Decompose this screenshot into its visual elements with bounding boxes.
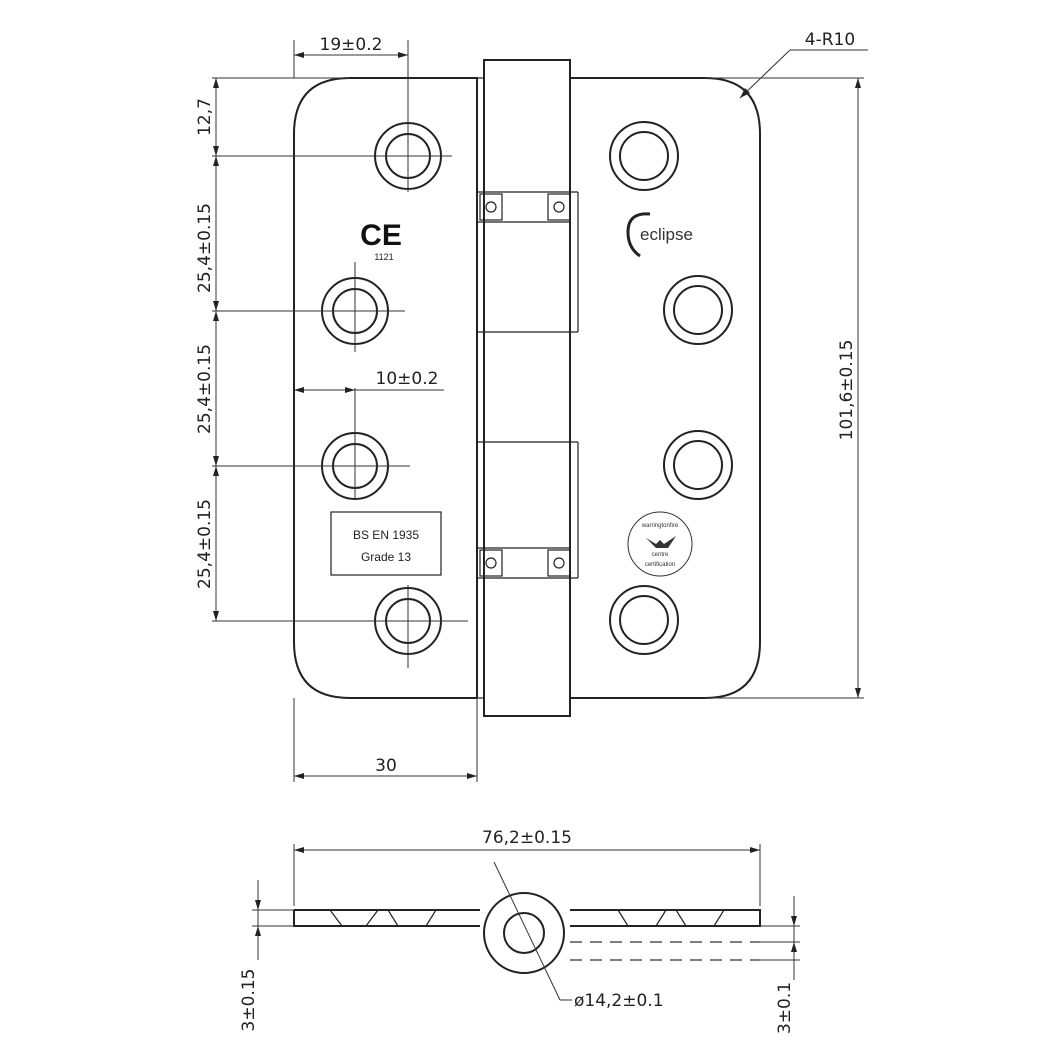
screw-hole [663, 275, 733, 345]
screw-hole [609, 585, 679, 655]
svg-text:25,4±0.15: 25,4±0.15 [195, 499, 215, 589]
dim-open-width: 76,2±0.15 [293, 828, 761, 906]
svg-text:3±0.15: 3±0.15 [239, 969, 259, 1032]
svg-text:25,4±0.15: 25,4±0.15 [195, 203, 215, 293]
eclipse-logo: eclipse [626, 212, 693, 258]
svg-text:10±0.2: 10±0.2 [376, 369, 439, 389]
ce-mark: CE [360, 219, 402, 252]
dim-hole-edge-offset: 19±0.2 [293, 35, 409, 120]
svg-text:certification: certification [645, 562, 675, 568]
lower-bearing [479, 549, 571, 577]
dim-leaf-width: 30 [293, 698, 478, 782]
svg-text:3±0.1: 3±0.1 [775, 982, 795, 1034]
right-holes [609, 121, 733, 655]
svg-text:19±0.2: 19±0.2 [320, 35, 383, 55]
eclipse-swoosh-icon [626, 212, 651, 258]
certification-seal: warringtonfire centre certification [627, 511, 693, 577]
svg-text:eclipse: eclipse [640, 225, 693, 244]
dim-hole-inner-offset: 10±0.2 [294, 369, 444, 393]
svg-text:30: 30 [375, 756, 397, 776]
knuckle-pin [503, 912, 545, 954]
svg-text:101,6±0.15: 101,6±0.15 [837, 340, 857, 441]
svg-text:centre: centre [652, 552, 669, 558]
knuckle [476, 59, 579, 717]
section-view [293, 861, 761, 1001]
dim-corner-radius: 4-R10 [739, 30, 868, 99]
svg-text:76,2±0.15: 76,2±0.15 [482, 828, 572, 848]
dim-height: 101,6±0.15 [705, 77, 864, 699]
bird-icon [646, 536, 676, 548]
svg-text:warringtonfire: warringtonfire [641, 523, 679, 529]
ce-number: 1121 [374, 252, 393, 262]
standard-label: BS EN 1935 Grade 13 [330, 511, 442, 576]
svg-text:25,4±0.15: 25,4±0.15 [195, 344, 215, 434]
svg-text:Grade 13: Grade 13 [361, 550, 411, 564]
right-leaf-outline [570, 77, 761, 699]
svg-text:BS EN 1935: BS EN 1935 [353, 528, 419, 542]
screw-hole [609, 121, 679, 191]
dim-leaf-thickness-right: 3±0.1 [760, 896, 800, 1034]
left-leaf-outline [293, 77, 478, 699]
screw-hole [663, 430, 733, 500]
dim-knuckle-diameter: ø14,2±0.1 [574, 991, 664, 1011]
hole-centre-lines [212, 100, 468, 668]
knuckle-outer [483, 892, 565, 974]
dim-leaf-thickness-left: 3±0.15 [239, 880, 294, 1031]
svg-text:12,7: 12,7 [195, 98, 215, 136]
upper-bearing [479, 193, 571, 221]
dim-vertical-chain: 12,7 25,4±0.15 25,4±0.15 25,4±0.15 [195, 77, 350, 621]
svg-text:4-R10: 4-R10 [805, 30, 855, 50]
